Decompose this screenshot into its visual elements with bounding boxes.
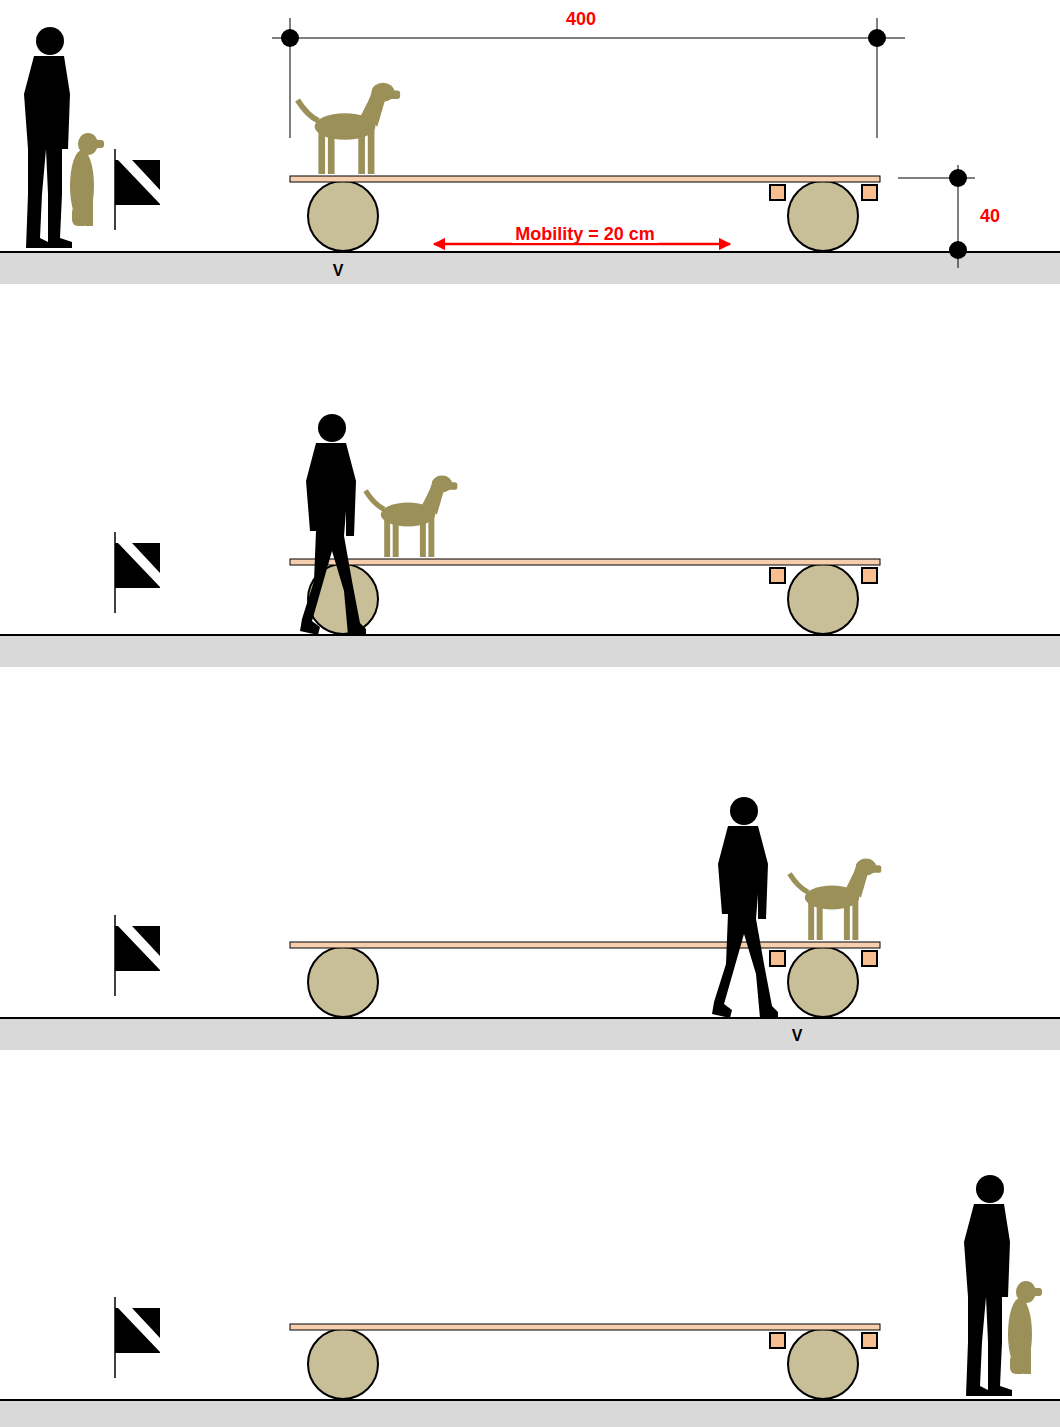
ground <box>0 1018 1060 1050</box>
marker-label: V <box>333 263 344 279</box>
dog-silhouette <box>70 133 104 226</box>
ground <box>0 1400 1060 1427</box>
dog-silhouette <box>1008 1281 1042 1374</box>
wheel <box>788 564 858 634</box>
flag-symbol <box>115 915 160 996</box>
panel <box>0 797 1060 1050</box>
panel <box>0 1175 1060 1427</box>
flag-symbol <box>115 1297 160 1378</box>
table-board <box>290 1324 880 1330</box>
ground <box>0 252 1060 284</box>
flag-symbol <box>115 149 160 230</box>
table-board <box>290 176 880 182</box>
block <box>862 185 877 200</box>
person-silhouette <box>712 797 778 1018</box>
dimension-label: 400 <box>566 10 596 28</box>
block <box>770 568 785 583</box>
table-board <box>290 942 880 948</box>
block <box>862 568 877 583</box>
dimension-lines <box>272 18 975 268</box>
marker-label: V <box>792 1028 803 1044</box>
mobility-label: Mobility = 20 cm <box>512 225 658 243</box>
dimension-label: 40 <box>980 207 1000 225</box>
ground <box>0 635 1060 667</box>
flag-symbol <box>115 532 160 613</box>
wheel <box>788 181 858 251</box>
wheel <box>308 947 378 1017</box>
block <box>770 1333 785 1348</box>
block <box>862 951 877 966</box>
block <box>770 951 785 966</box>
table-board <box>290 559 880 565</box>
person-silhouette <box>24 27 72 248</box>
person-silhouette <box>300 414 366 635</box>
panel <box>0 414 1060 667</box>
wheel <box>788 947 858 1017</box>
dog-silhouette <box>298 83 401 174</box>
dog-silhouette <box>366 475 458 557</box>
block <box>862 1333 877 1348</box>
wheel <box>308 181 378 251</box>
wheel <box>308 1329 378 1399</box>
dog-silhouette <box>790 858 882 940</box>
block <box>770 185 785 200</box>
wheel <box>788 1329 858 1399</box>
mobility-arrow <box>434 243 730 246</box>
person-silhouette <box>964 1175 1012 1396</box>
panel <box>0 27 1060 284</box>
